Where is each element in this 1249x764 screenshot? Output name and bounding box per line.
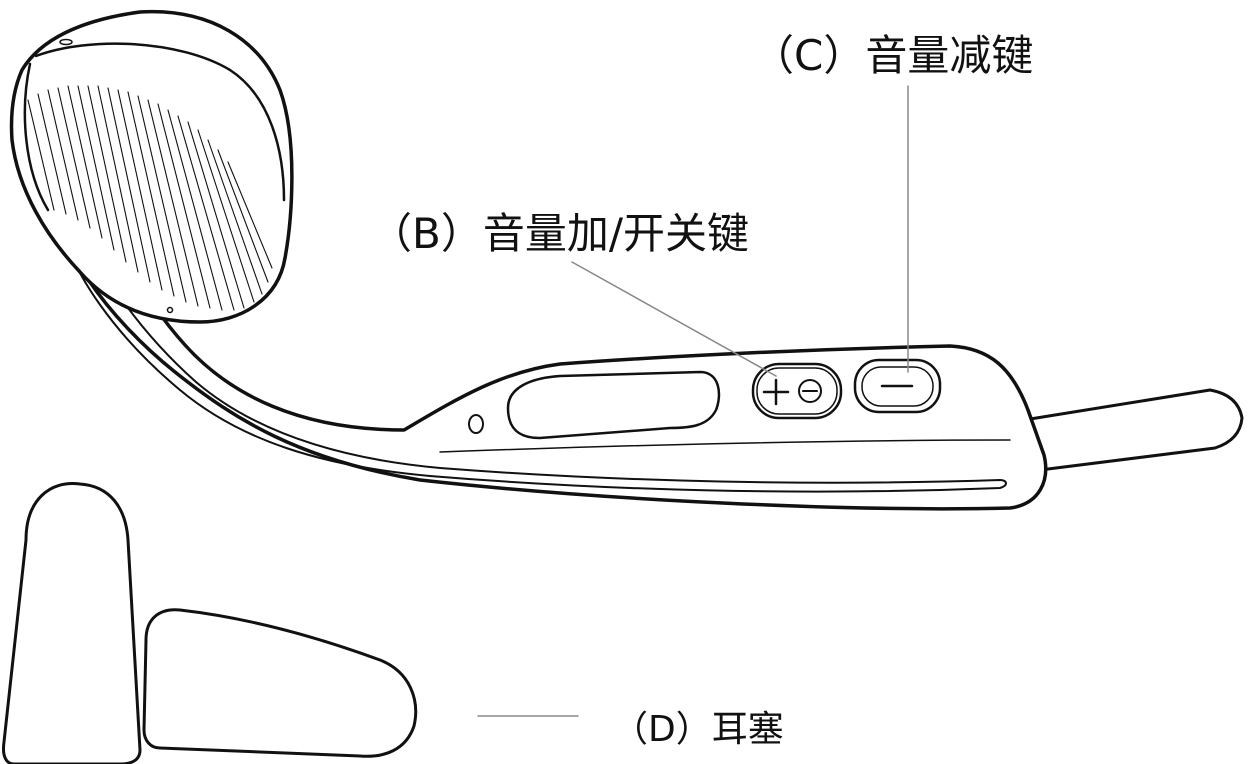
earpiece: [9, 9, 294, 324]
callout-volume-up-power: （B）音量加/开关键: [370, 209, 749, 258]
callout-volume-down: （C）音量减键: [752, 31, 1034, 80]
earpiece-face: [23, 42, 286, 212]
leader-line-volume-up: [571, 261, 777, 377]
earpiece-mic-hole-bottom: [166, 306, 174, 314]
plus-icon: [762, 378, 790, 406]
earpiece-mic-hole-top: [59, 38, 73, 46]
arm-indicator-hole: [468, 414, 484, 434]
minus-circle-icon: [798, 379, 822, 403]
volume-up-power-button[interactable]: [751, 362, 843, 420]
control-body: [55, 180, 1048, 511]
earpiece-grille: [27, 85, 273, 311]
recessed-panel: [506, 370, 721, 440]
volume-down-button[interactable]: [853, 358, 942, 414]
earplug-back: [2, 482, 142, 764]
earplug-front: [142, 608, 418, 758]
arm-inner-contour: [59, 207, 1007, 493]
body-highlight-line: [439, 439, 1011, 453]
cable: [1022, 388, 1244, 472]
callout-earplugs: （D）耳塞: [612, 709, 784, 750]
